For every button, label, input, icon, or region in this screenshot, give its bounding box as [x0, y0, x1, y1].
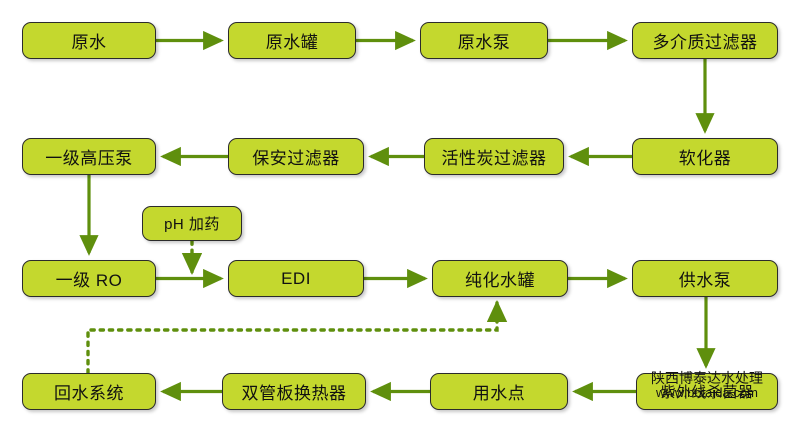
connector-return-loop-dotted [86, 299, 508, 375]
node-double-tubesheet-heat-exchanger[interactable]: 双管板换热器 [222, 373, 366, 410]
node-return-water-system[interactable]: 回水系统 [22, 373, 156, 410]
node-raw-water-pump[interactable]: 原水泵 [420, 22, 548, 59]
node-raw-water-tank[interactable]: 原水罐 [228, 22, 356, 59]
node-softener[interactable]: 软化器 [632, 138, 778, 175]
node-activated-carbon-filter[interactable]: 活性炭过滤器 [424, 138, 564, 175]
node-ro-first-stage[interactable]: 一级 RO [22, 260, 156, 297]
node-security-filter[interactable]: 保安过滤器 [228, 138, 364, 175]
node-uv-sterilizer[interactable]: 紫外线杀菌器 [636, 373, 778, 410]
node-multimedia-filter[interactable]: 多介质过滤器 [632, 22, 778, 59]
node-ph-dosing[interactable]: pH 加药 [142, 206, 242, 241]
node-use-point[interactable]: 用水点 [430, 373, 568, 410]
node-pure-water-tank[interactable]: 纯化水罐 [432, 260, 568, 297]
node-edi[interactable]: EDI [228, 260, 364, 297]
node-supply-pump[interactable]: 供水泵 [632, 260, 778, 297]
node-raw-water[interactable]: 原水 [22, 22, 156, 59]
node-high-pressure-pump[interactable]: 一级高压泵 [22, 138, 156, 175]
